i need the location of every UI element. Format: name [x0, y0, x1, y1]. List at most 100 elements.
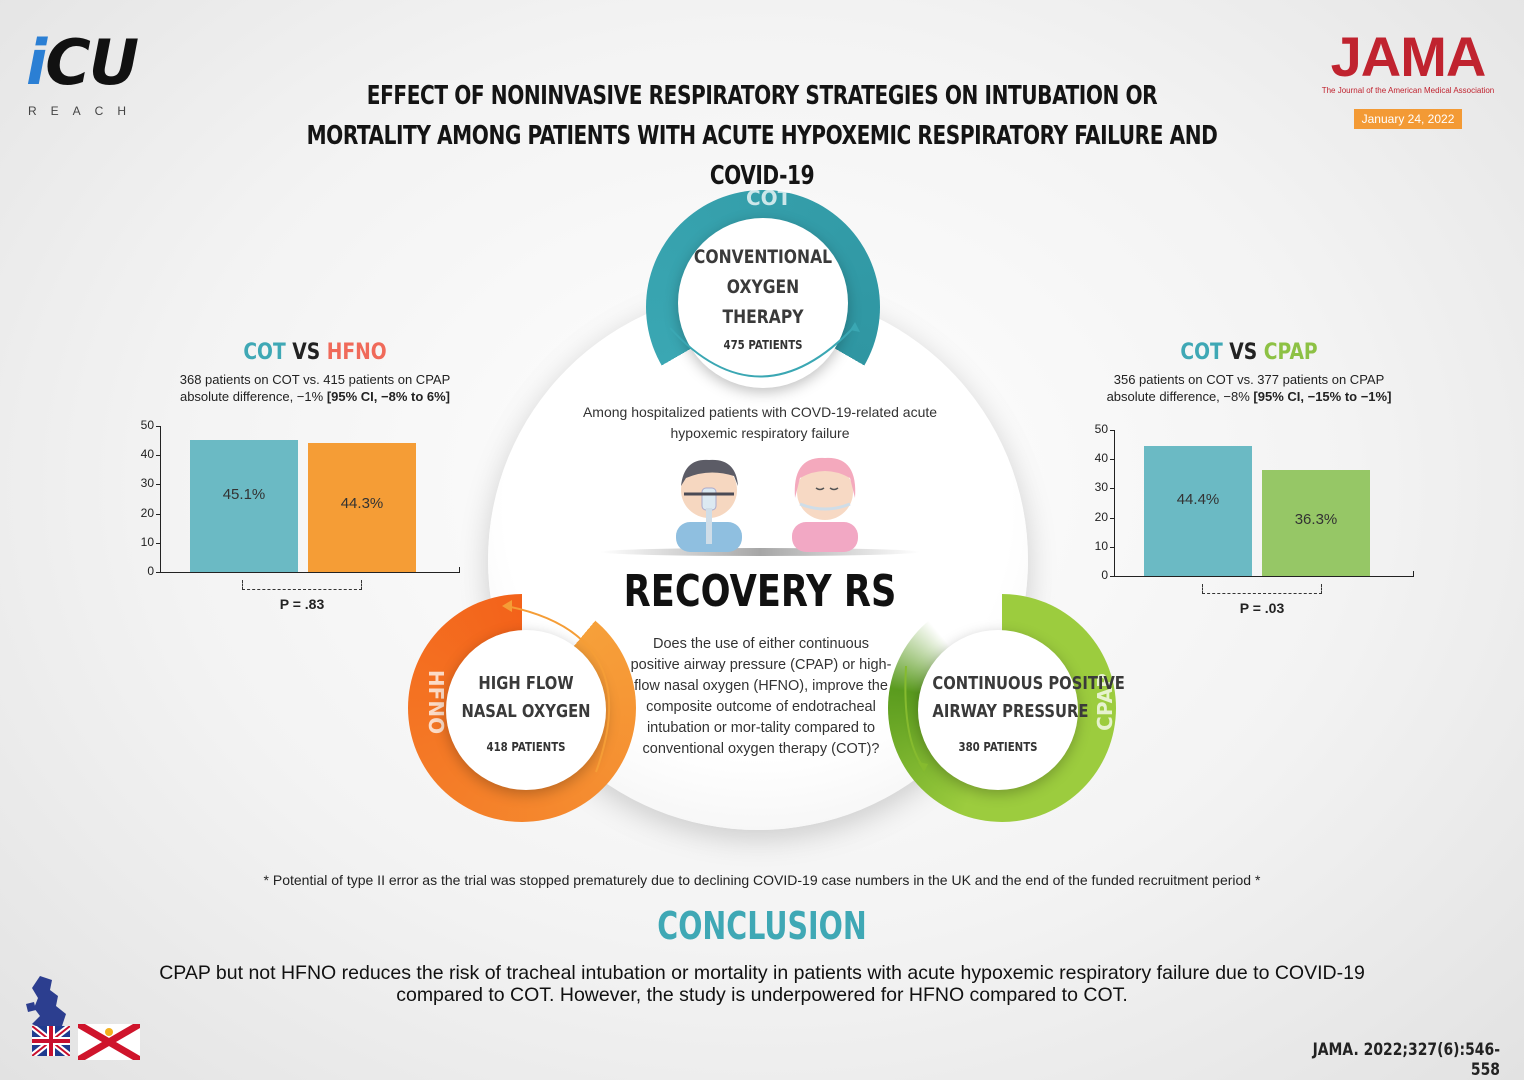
patient-mask-icon — [676, 459, 742, 552]
cot-name-line1: CONVENTIONAL — [693, 246, 833, 268]
research-question: Does the use of either continuous positi… — [630, 636, 892, 757]
cpap-card: CONTINUOUS POSITIVE AIRWAY PRESSURE 380 … — [918, 630, 1125, 790]
right-panel-heading: COT VS CPAP — [1092, 340, 1407, 365]
conclusion-text: CPAP but not HFNO reduces the risk of tr… — [159, 962, 1365, 1006]
bar-cot — [190, 440, 298, 572]
patients-illustration — [600, 448, 920, 556]
conclusion-heading: CONCLUSION — [657, 904, 867, 948]
logo-i: i — [26, 26, 47, 99]
hfno-patients: 418 PATIENTS — [486, 740, 566, 754]
cot-ring-tag: COT — [746, 186, 792, 210]
bar-value-label: 36.3% — [1294, 511, 1338, 528]
y-axis — [160, 426, 161, 572]
right-panel: COT VS CPAP 356 patients on COT vs. 377 … — [1064, 340, 1434, 405]
left-bar-chart: P = .83 0 10 20 30 40 50 45.1% 44.3% — [130, 418, 470, 620]
bar-cot — [1144, 446, 1252, 576]
right-head-a: COT — [1180, 340, 1223, 365]
citation: JAMA. 2022;327(6):546-558 — [1312, 1040, 1500, 1080]
x-axis — [160, 572, 460, 573]
right-p-value: P = .03 — [1239, 600, 1285, 616]
bar-cpap — [1262, 470, 1370, 576]
y-tick — [1110, 517, 1115, 519]
y-tick — [156, 455, 161, 457]
bar-value-label: 44.3% — [340, 495, 384, 513]
left-p-brace — [242, 580, 362, 590]
y-tick-label: 10 — [1094, 538, 1108, 553]
y-tick-label: 10 — [140, 534, 154, 549]
page-title: EFFECT OF NONINVASIVE RESPIRATORY STRATE… — [306, 81, 1218, 191]
cpap-arrow-icon — [904, 665, 928, 772]
left-panel: COT VS HFNO 368 patients on COT vs. 415 … — [130, 340, 500, 405]
y-tick — [1110, 488, 1115, 490]
x-axis-end-tick — [459, 567, 460, 572]
cpap-name-line2: AIRWAY PRESSURE — [932, 701, 1089, 722]
hfno-name-line1: HIGH FLOW — [478, 673, 574, 694]
bar-value-label: 45.1% — [222, 486, 266, 504]
left-p-value: P = .83 — [279, 596, 325, 612]
right-bar-chart: P = .03 0 10 20 30 40 50 44.4% 36.3% — [1084, 422, 1424, 624]
left-head-a: COT — [243, 340, 286, 365]
y-tick-label: 40 — [140, 447, 154, 462]
hfno-arrow-icon — [502, 600, 611, 773]
right-panel-summary: 356 patients on COT vs. 377 patients on … — [1064, 371, 1434, 405]
cot-arrow-icon — [669, 322, 860, 378]
hfno-name-line2: NASAL OXYGEN — [461, 701, 591, 722]
cot-name-line2: OXYGEN — [726, 276, 800, 298]
uk-map-icon — [26, 976, 66, 1030]
y-tick-label: 40 — [1094, 451, 1108, 466]
y-axis — [1114, 430, 1115, 576]
right-panel-line2: absolute difference, −8% — [1106, 389, 1250, 404]
y-tick-label: 50 — [1094, 422, 1108, 436]
icu-reach-logo: iCU REACH — [26, 28, 156, 128]
y-tick — [1110, 546, 1115, 548]
bar-value-label: 44.4% — [1176, 491, 1220, 509]
y-tick-label: 50 — [140, 418, 154, 432]
trial-name: RECOVERY RS — [623, 566, 897, 617]
left-head-vs: VS — [292, 340, 321, 365]
y-tick — [1110, 576, 1115, 577]
cot-patients: 475 PATIENTS — [723, 338, 803, 352]
right-head-b: CPAP — [1263, 340, 1318, 365]
y-tick-label: 0 — [147, 564, 154, 578]
cot-name-line3: THERAPY — [722, 306, 804, 328]
x-axis-end-tick — [1413, 571, 1414, 576]
footnote: * Potential of type II error as the tria… — [263, 872, 1261, 888]
jama-logo: JAMA The Journal of the American Medical… — [1318, 25, 1498, 129]
logo-cu: CU — [45, 26, 139, 99]
publication-date: January 24, 2022 — [1353, 109, 1463, 129]
population-text: Among hospitalized patients with COVD-19… — [582, 404, 938, 441]
right-panel-ci: [95% CI, −15% to −1%] — [1253, 389, 1392, 404]
y-tick-label: 20 — [140, 505, 154, 520]
uk-flag-icon — [32, 1026, 70, 1056]
y-tick-label: 30 — [140, 476, 154, 491]
right-panel-line1: 356 patients on COT vs. 377 patients on … — [1113, 372, 1385, 387]
bar-hfno — [308, 442, 416, 572]
y-tick-label: 30 — [1094, 480, 1108, 495]
left-panel-ci: [95% CI, −8% to 6%] — [326, 389, 451, 404]
y-tick — [156, 484, 161, 486]
right-head-vs: VS — [1229, 340, 1258, 365]
cpap-name-line1: CONTINUOUS POSITIVE — [932, 673, 1125, 694]
left-panel-line2: absolute difference, −1% — [179, 389, 324, 404]
right-p-brace — [1202, 584, 1322, 594]
y-tick — [156, 513, 161, 515]
left-panel-line1: 368 patients on COT vs. 415 patients on … — [179, 372, 451, 387]
left-panel-heading: COT VS HFNO — [158, 340, 473, 365]
y-tick — [1110, 459, 1115, 461]
logo-reach: REACH — [28, 104, 141, 118]
x-axis — [1114, 576, 1414, 577]
y-tick — [156, 572, 161, 573]
y-tick — [1110, 430, 1115, 431]
cpap-patients: 380 PATIENTS — [958, 740, 1038, 754]
left-head-b: HFNO — [326, 340, 387, 365]
jama-word: JAMA — [1330, 25, 1487, 88]
left-panel-summary: 368 patients on COT vs. 415 patients on … — [130, 371, 500, 405]
jama-subtitle: The Journal of the American Medical Asso… — [1321, 86, 1495, 95]
hfno-ring-tag: HFNO — [424, 669, 449, 735]
y-tick-label: 0 — [1101, 568, 1108, 582]
y-tick-label: 20 — [1094, 509, 1108, 524]
patient-cannula-icon — [792, 457, 858, 552]
y-tick — [156, 426, 161, 427]
hfno-card: HIGH FLOW NASAL OXYGEN 418 PATIENTS — [446, 630, 606, 790]
y-tick — [156, 542, 161, 544]
